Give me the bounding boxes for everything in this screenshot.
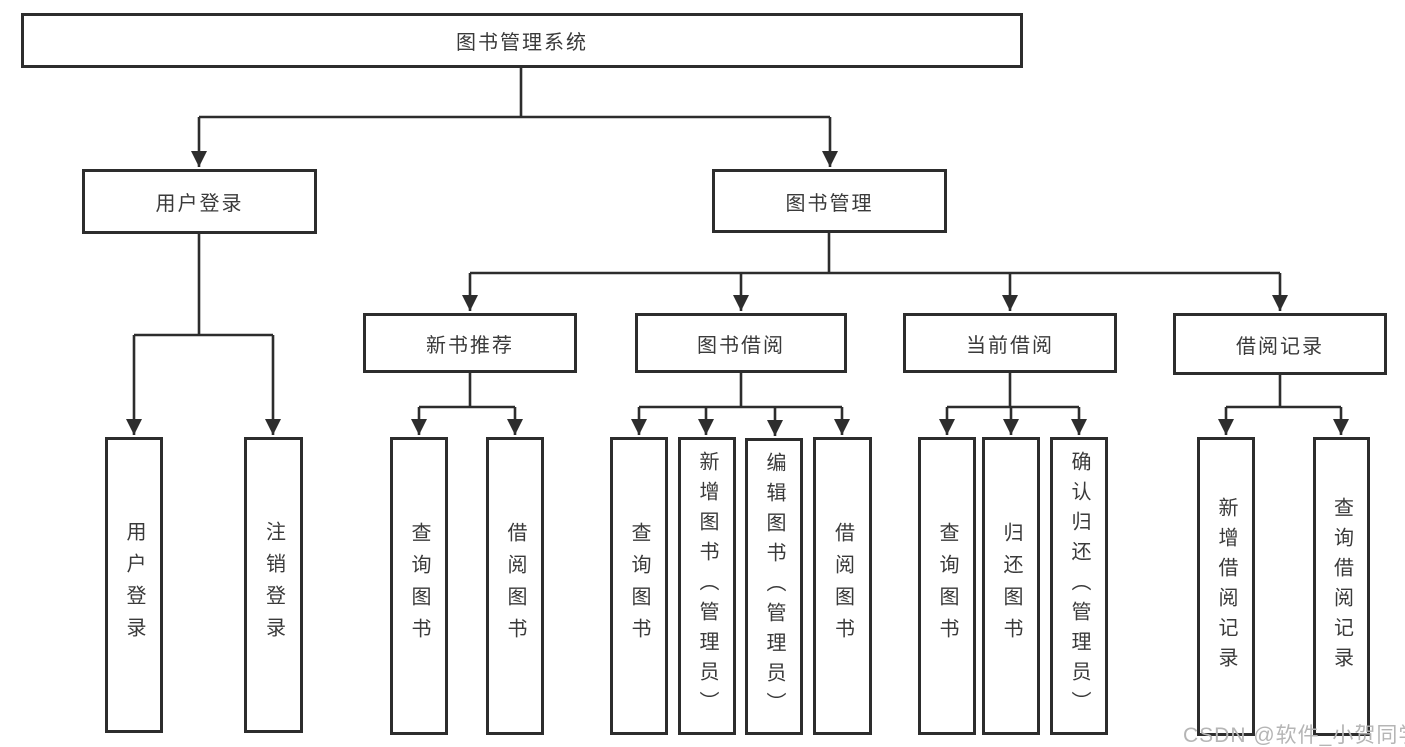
leaf-add-borrow-record: 新增借阅记录 (1197, 437, 1255, 736)
node-current-borrowing: 当前借阅 (903, 313, 1117, 373)
node-book-management: 图书管理 (712, 169, 947, 233)
node-user-login: 用户登录 (82, 169, 317, 234)
node-library-management-system: 图书管理系统 (21, 13, 1023, 68)
leaf-logout: 注销登录 (244, 437, 303, 733)
leaf-edit-books-admin: 编辑图书（管理员） (745, 438, 803, 735)
leaf-add-books-admin: 新增图书（管理员） (678, 437, 736, 735)
leaf-borrow-books: 借阅图书 (813, 437, 872, 735)
leaf-borrow-books-recommend: 借阅图书 (486, 437, 544, 735)
leaf-query-books-borrowing: 查询图书 (610, 437, 668, 735)
leaf-query-borrow-record: 查询借阅记录 (1313, 437, 1370, 736)
node-new-book-recommend: 新书推荐 (363, 313, 577, 373)
leaf-query-books-recommend: 查询图书 (390, 437, 448, 735)
csdn-watermark: CSDN @软件_小贺同学 (1183, 724, 1405, 747)
node-book-borrowing: 图书借阅 (635, 313, 847, 373)
leaf-query-books-current: 查询图书 (918, 437, 976, 735)
leaf-return-books: 归还图书 (982, 437, 1040, 735)
node-borrowing-records: 借阅记录 (1173, 313, 1387, 375)
leaf-user-login: 用户登录 (105, 437, 163, 733)
leaf-confirm-return-admin: 确认归还（管理员） (1050, 437, 1108, 735)
